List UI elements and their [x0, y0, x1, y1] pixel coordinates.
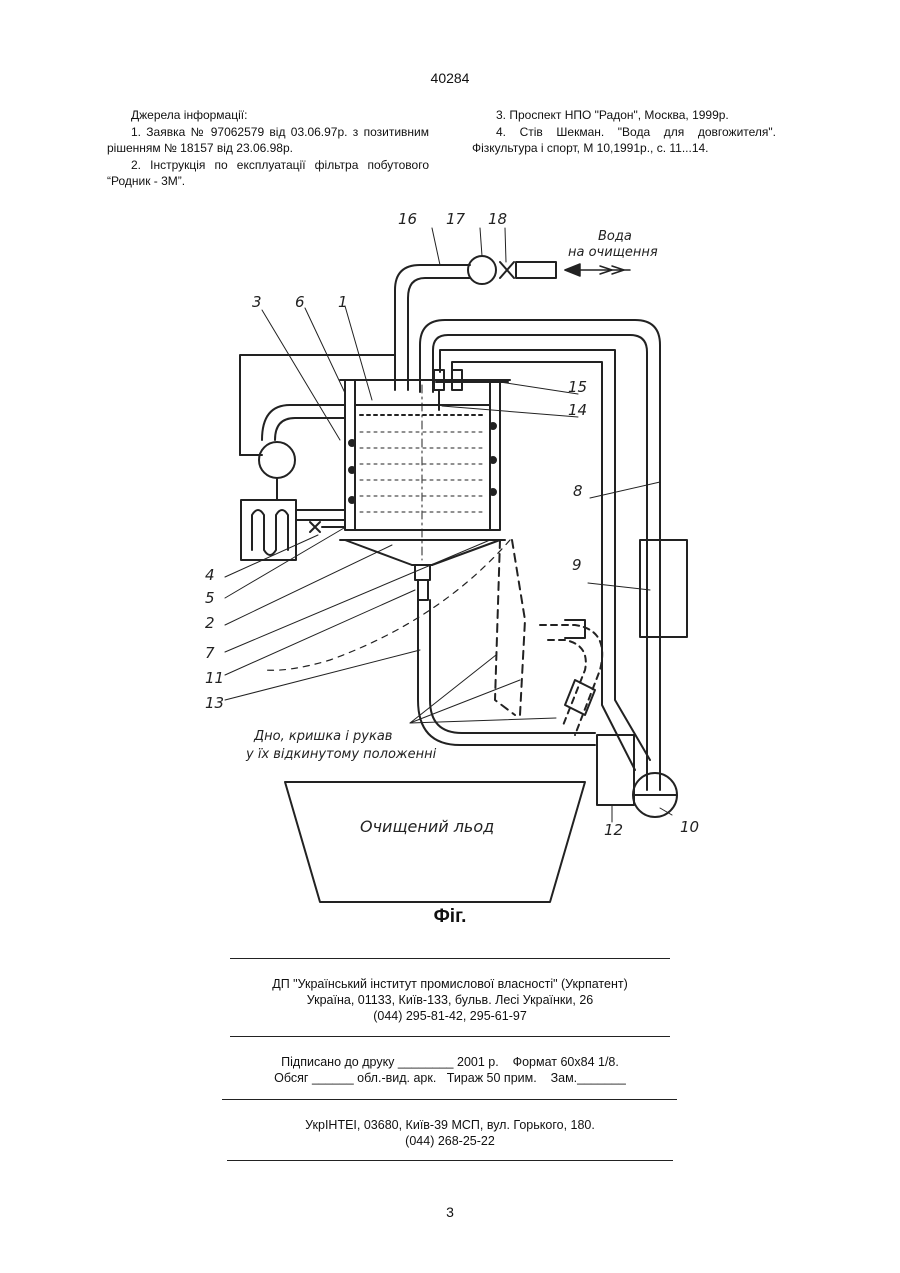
ice-label: Очищений льод	[360, 817, 494, 836]
part-label-6: 6	[295, 293, 305, 311]
publisher-line: (044) 295-81-42, 295-61-97	[0, 1008, 900, 1024]
references-heading: Джерела інформації:	[107, 107, 429, 124]
part-label-15: 15	[568, 378, 587, 396]
doc-number: 40284	[0, 70, 900, 86]
figure-caption: Фіг.	[0, 906, 900, 928]
printer-block: УкрІНТЕІ, 03680, Київ-39 МСП, вул. Горьк…	[0, 1117, 900, 1149]
printer-line: УкрІНТЕІ, 03680, Київ-39 МСП, вул. Горьк…	[0, 1117, 900, 1133]
print-details-block: Підписано до друку ________ 2001 р. Форм…	[0, 1054, 900, 1086]
note-label: Дно, кришка і рукав	[253, 729, 392, 744]
references-left-column: Джерела інформації: 1. Заявка № 97062579…	[107, 107, 429, 190]
print-line: Обсяг ______ обл.-вид. арк. Тираж 50 при…	[0, 1070, 900, 1086]
part-label-2: 2	[205, 614, 215, 632]
part-label-11: 11	[205, 669, 224, 687]
water-label: Вода	[598, 229, 632, 244]
publisher-line: Україна, 01133, Київ-133, бульв. Лесі Ук…	[0, 992, 900, 1008]
reference-item: 2. Інструкція по експлуатації фільтра по…	[107, 157, 429, 190]
page-number: 3	[0, 1204, 900, 1220]
references-right-column: 3. Проспект НПО "Радон", Москва, 1999р. …	[472, 107, 776, 157]
note-label-sub: у їх відкинутому положенні	[245, 747, 437, 762]
part-label-8: 8	[573, 482, 583, 500]
part-label-16: 16	[398, 210, 417, 228]
part-label-3: 3	[252, 293, 262, 311]
divider	[230, 1036, 670, 1037]
part-label-1: 1	[338, 293, 348, 311]
divider	[227, 1160, 673, 1161]
print-line: Підписано до друку ________ 2001 р. Форм…	[0, 1054, 900, 1070]
part-label-7: 7	[205, 644, 215, 662]
water-label-sub: на очищення	[568, 245, 658, 260]
part-label-13: 13	[205, 694, 224, 712]
reference-item: 4. Стів Шекман. "Вода для довгожителя". …	[472, 124, 776, 157]
divider	[230, 958, 670, 959]
divider	[222, 1099, 677, 1100]
part-label-17: 17	[446, 210, 466, 228]
part-label-14: 14	[568, 401, 587, 419]
printer-line: (044) 268-25-22	[0, 1133, 900, 1149]
part-label-5: 5	[205, 589, 215, 607]
publisher-block: ДП "Український інститут промислової вла…	[0, 976, 900, 1024]
publisher-line: ДП "Український інститут промислової вла…	[0, 976, 900, 992]
part-label-10: 10	[680, 818, 699, 836]
part-label-12: 12	[604, 821, 623, 839]
part-label-4: 4	[205, 566, 215, 584]
part-label-18: 18	[488, 210, 507, 228]
reference-item: 3. Проспект НПО "Радон", Москва, 1999р.	[472, 107, 776, 124]
reference-item: 1. Заявка № 97062579 від 03.06.97р. з по…	[107, 124, 429, 157]
part-label-9: 9	[572, 556, 582, 574]
patent-figure-drawing: 16 17 18 3 6 1 15 14 8 9 4 5 2 7 11 13 1…	[195, 198, 707, 903]
